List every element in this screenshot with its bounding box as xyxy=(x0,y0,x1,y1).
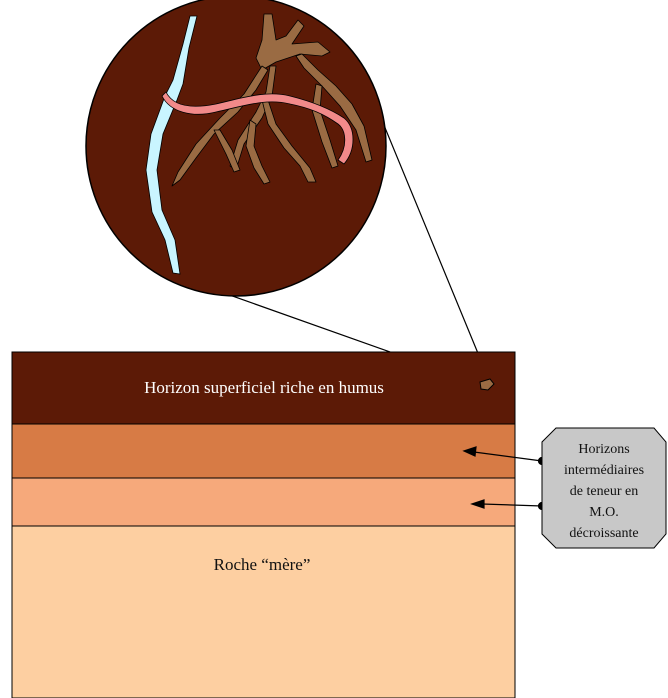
zoom-connector-right xyxy=(381,118,489,380)
layer-intermediate-2 xyxy=(12,478,515,526)
layer-bedrock xyxy=(12,526,515,698)
layer-intermediate-1 xyxy=(12,424,515,478)
soil-profile: Horizon superficiel riche en humus Roche… xyxy=(12,352,515,698)
callout-box: Horizons intermédiaires de teneur en M.O… xyxy=(542,428,666,548)
callout-line-4: M.O. xyxy=(589,505,619,520)
callout-line-1: Horizons xyxy=(578,442,629,457)
zoom-circle xyxy=(86,0,386,296)
callout-line-5: décroissante xyxy=(569,526,638,541)
layer-topsoil-label: Horizon superficiel riche en humus xyxy=(144,378,384,397)
callout-line-3: de teneur en xyxy=(570,484,638,499)
callout-line-2: intermédiaires xyxy=(564,463,644,478)
layer-bedrock-label: Roche “mère” xyxy=(214,555,311,574)
